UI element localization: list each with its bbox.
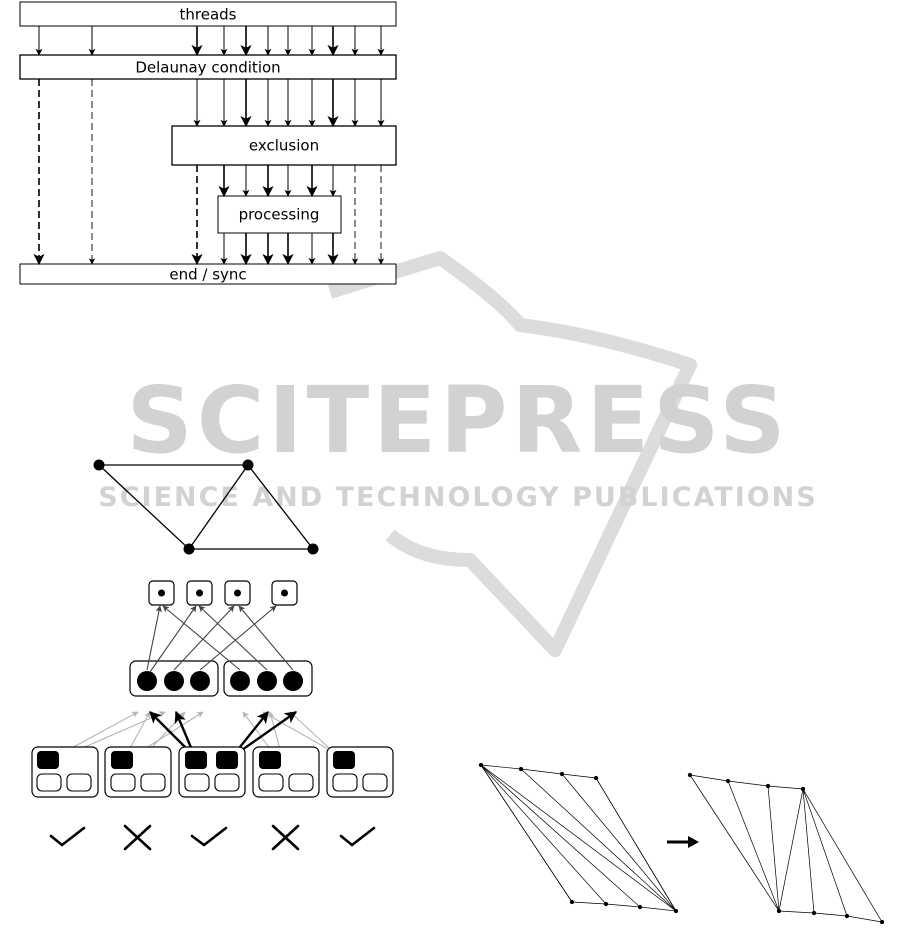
- graph-vertex: [308, 544, 319, 555]
- watermark-title: SCITEPRESS: [126, 367, 789, 474]
- graph-vertex: [184, 544, 195, 555]
- end-label: end / sync: [169, 266, 246, 284]
- thread-boxes: [32, 747, 393, 797]
- check-icon: [192, 828, 226, 845]
- check-icon: [341, 828, 374, 845]
- dashed-rejected-threads: [39, 79, 92, 264]
- threads-label: threads: [180, 6, 237, 24]
- graph-vertex: [94, 460, 105, 471]
- result-marks: [51, 826, 374, 849]
- delaunay-label: Delaunay condition: [135, 59, 280, 77]
- thread-box: [32, 747, 98, 797]
- vertex-boxes: [149, 581, 297, 605]
- watermark-subtitle: SCIENCE AND TECHNOLOGY PUBLICATIONS: [98, 482, 817, 513]
- check-icon: [51, 828, 84, 845]
- processing-label: processing: [239, 206, 320, 224]
- cross-icon: [273, 826, 298, 849]
- arrows-exclusion-to-processing: [224, 165, 333, 196]
- cross-icon: [125, 826, 150, 849]
- lock-structure-diagram: [32, 581, 393, 849]
- thread-flow-diagram: threads Delaunay condition exclusion pro…: [20, 2, 396, 284]
- thread-box: [179, 747, 245, 797]
- thread-box: [105, 747, 171, 797]
- exclusion-label: exclusion: [249, 137, 319, 155]
- graph-vertex: [243, 460, 254, 471]
- triangulation-before: [479, 763, 678, 913]
- flip-arrow: [667, 836, 699, 848]
- arrows-processing-to-end: [224, 233, 333, 264]
- thread-box: [327, 747, 393, 797]
- thread-box: [253, 747, 319, 797]
- triangle-boxes: [130, 661, 312, 696]
- arrows-threads-to-delaunay: [39, 26, 381, 55]
- arrows-delaunay-to-exclusion: [197, 79, 381, 126]
- triangulation-after: [688, 773, 884, 924]
